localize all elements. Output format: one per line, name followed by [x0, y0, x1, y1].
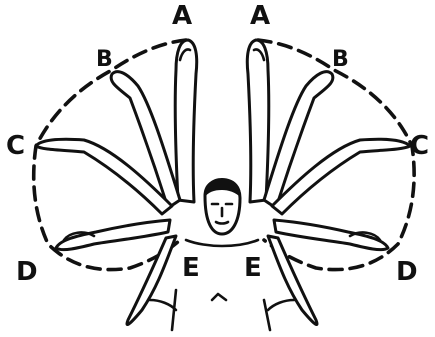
label-right-b: B: [332, 47, 349, 72]
left-forearm-e: [127, 236, 176, 325]
label-left-c: C: [6, 131, 25, 161]
label-right-c: C: [410, 131, 429, 161]
label-left-d: D: [16, 257, 38, 287]
label-right-d: D: [396, 257, 418, 287]
label-left-b: B: [96, 47, 113, 72]
label-right-a: A: [250, 1, 270, 31]
chest-mark: [212, 294, 226, 300]
label-left-e: E: [182, 253, 200, 283]
right-forearm-e: [268, 236, 317, 325]
right-arm-d: [274, 220, 388, 250]
left-arm-a: [175, 40, 197, 202]
right-arm-a: [247, 40, 269, 202]
left-arm-d: [56, 220, 170, 250]
head: [204, 178, 241, 234]
label-left-a: A: [172, 1, 192, 31]
shoulder-line: [186, 240, 258, 246]
body-line-right: [264, 300, 270, 330]
label-right-e: E: [244, 253, 262, 283]
